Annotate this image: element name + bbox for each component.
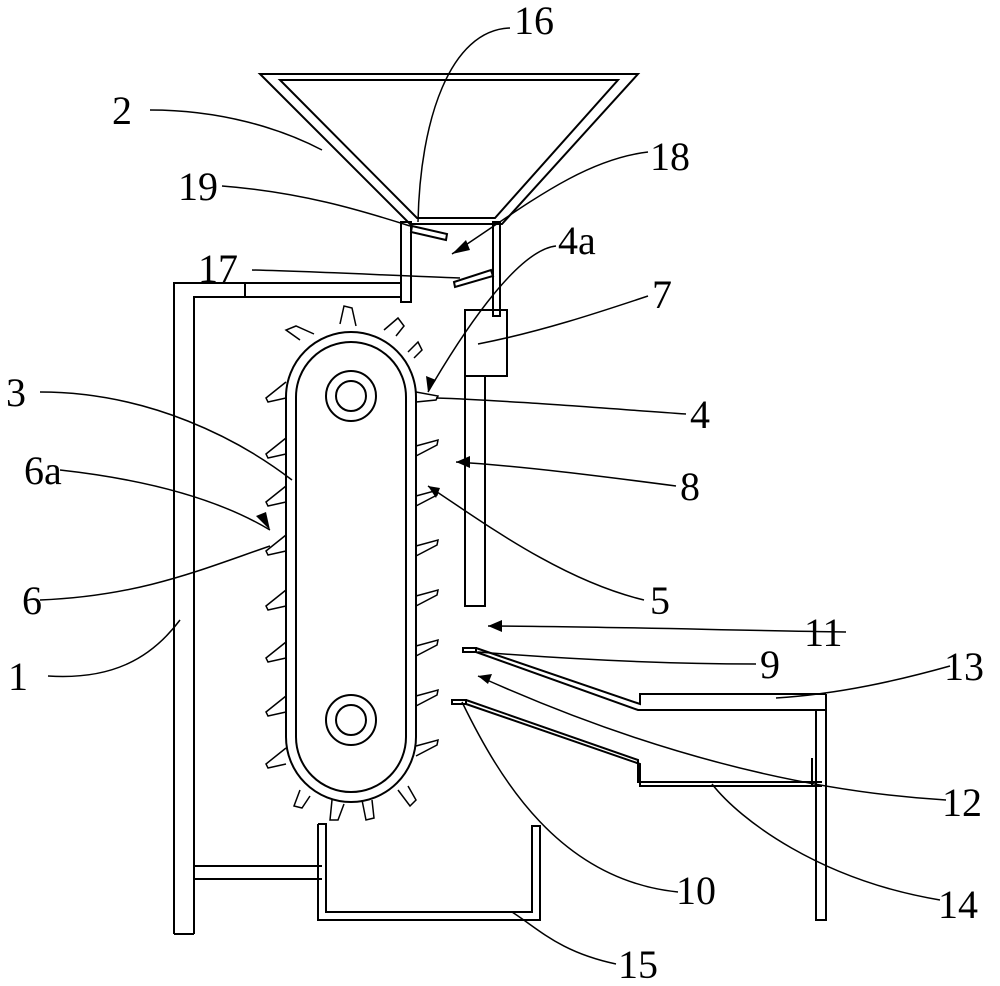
label-7: 7 — [652, 272, 672, 317]
hopper — [257, 73, 641, 225]
label-12: 12 — [942, 780, 982, 825]
label-4: 4 — [690, 392, 710, 437]
collection-tray — [317, 823, 541, 921]
label-6: 6 — [22, 578, 42, 623]
label-17: 17 — [198, 246, 238, 291]
right-support — [811, 694, 827, 921]
feed-chute — [400, 221, 501, 317]
frame — [173, 282, 402, 935]
label-8: 8 — [680, 464, 700, 509]
conveyor-teeth — [265, 305, 440, 821]
arrowheads — [256, 240, 502, 684]
label-18: 18 — [650, 134, 690, 179]
lower-discharge-chute — [451, 699, 822, 787]
label-19: 19 — [178, 164, 218, 209]
label-3: 3 — [6, 370, 26, 415]
upper-flap — [409, 224, 449, 242]
label-14: 14 — [938, 882, 978, 927]
reference-labels: 16 2 18 19 4a 17 7 3 4 6a 8 6 5 11 1 9 1… — [6, 0, 984, 986]
label-9: 9 — [760, 642, 780, 687]
conveyor-belt — [285, 331, 417, 803]
label-16: 16 — [514, 0, 554, 43]
guide-plate — [464, 375, 486, 607]
lower-flap — [452, 268, 495, 289]
label-10: 10 — [676, 868, 716, 913]
label-1: 1 — [8, 654, 28, 699]
label-6a: 6a — [24, 448, 62, 493]
label-2: 2 — [112, 88, 132, 133]
label-4a: 4a — [558, 218, 596, 263]
label-5: 5 — [650, 578, 670, 623]
leader-lines — [39, 27, 951, 965]
label-15: 15 — [618, 942, 658, 986]
upper-discharge-chute — [462, 647, 826, 711]
label-11: 11 — [804, 610, 843, 655]
label-13: 13 — [944, 644, 984, 689]
